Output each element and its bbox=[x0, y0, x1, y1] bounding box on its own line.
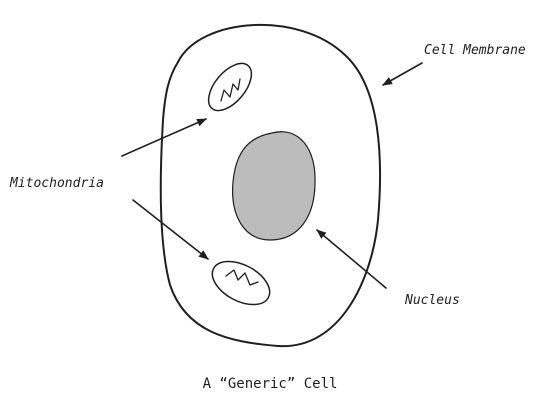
mitochondrion-upper-cristae bbox=[221, 79, 240, 101]
cell-membrane-label: Cell Membrane bbox=[424, 43, 526, 58]
diagram-caption: A “Generic” Cell bbox=[203, 376, 338, 392]
mitochondrion-upper-outline bbox=[201, 56, 260, 118]
nucleus-label: Nucleus bbox=[404, 293, 460, 308]
mitochondrion-lower-cristae bbox=[226, 270, 258, 285]
mitochondria-arrow-lower bbox=[133, 200, 208, 259]
mitochondrion-lower bbox=[205, 253, 277, 314]
nucleus-shape bbox=[233, 132, 315, 240]
mitochondrion-lower-outline bbox=[205, 253, 277, 314]
cell-membrane-arrow bbox=[383, 63, 422, 85]
mitochondrion-upper bbox=[201, 56, 260, 118]
mitochondria-arrow-upper bbox=[122, 119, 206, 156]
mitochondria-label: Mitochondria bbox=[9, 176, 104, 191]
